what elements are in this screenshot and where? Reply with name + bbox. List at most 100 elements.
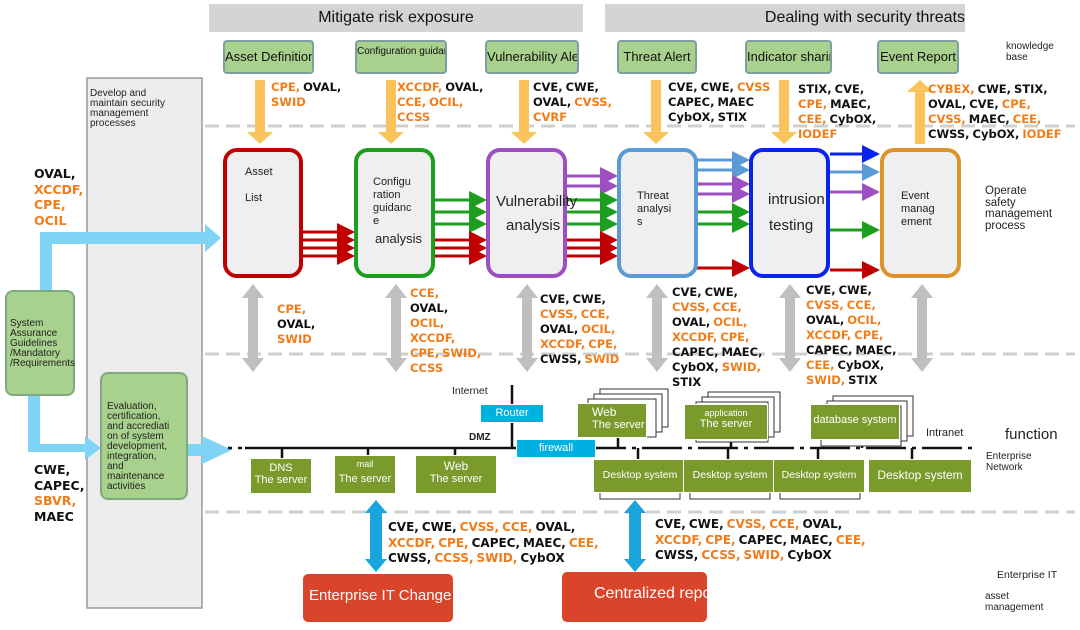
standards-line: OVAL, (410, 301, 484, 316)
standards-line: CVRF (533, 110, 615, 125)
standard-token: SWID (271, 95, 306, 109)
standard-token: CWE, (688, 517, 724, 531)
standards-line: IODEF (798, 127, 879, 142)
standard-token: MAEC (34, 508, 74, 524)
layer-label-asset-management: asset management (985, 591, 1044, 613)
server-type: The server (254, 474, 308, 486)
standard-token: CWE, (565, 80, 599, 94)
enterprise-it-change-management-box: Enterprise IT Change Management (303, 574, 543, 622)
standard-token: XCCDF, (672, 330, 718, 344)
standards-line: CWSS,CCSS,SWID,CybOX (655, 548, 869, 564)
standard-token: CEE, (835, 532, 866, 547)
standard-token: CEE, (806, 358, 835, 372)
standards-line: CAPEC, (34, 478, 87, 494)
intranet-server-application: application The server (684, 404, 768, 440)
standard-token: OVAL, (445, 80, 484, 94)
standard-token: MAEC, (523, 535, 566, 550)
standard-token: CybOX, (972, 127, 1020, 141)
process-asset-list: Asset List (223, 148, 303, 278)
standard-token: OVAL, (928, 97, 967, 111)
standard-token: CPE, (720, 330, 750, 344)
standards-line: SWID (271, 95, 344, 110)
standard-token: XCCDF, (806, 328, 852, 342)
intranet-label: Intranet (926, 427, 964, 439)
standards-line: CybOX,SWID, (672, 360, 765, 375)
standard-token: CVE, (806, 283, 836, 297)
standards-line: XCCDF,OVAL, (397, 80, 486, 95)
standard-token: CWSS, (655, 548, 699, 562)
standard-token: SWID, (721, 360, 761, 374)
standard-token: CVE, (672, 285, 702, 299)
standards-indicator-sharing: STIX,CVE,CPE,MAEC,CEE,CybOX,IODEF (798, 82, 879, 142)
standards-line: XCCDF,CPE, (806, 328, 899, 343)
standard-token: CVE, (969, 97, 999, 111)
standards-line: XCCDF,CPE, (672, 330, 765, 345)
standards-line: CWSS,SWID (540, 352, 622, 367)
standard-token: OVAL, (540, 322, 579, 336)
standard-token: SWID (277, 332, 312, 346)
standard-token: SWID, (806, 373, 846, 387)
layer-label-enterprise-network: Enterprise Network (986, 451, 1032, 473)
standards-line: OCIL (34, 213, 86, 229)
standards-line: SBVR, (34, 493, 87, 509)
standards-line: CVE,CWE, (672, 285, 765, 300)
standards-line: MAEC (34, 509, 87, 525)
process-label: Event manag ement (901, 190, 935, 228)
standards-line: CWSS,CybOX,IODEF (928, 127, 1065, 142)
standards-line: CEE,CybOX, (798, 112, 879, 127)
standards-line: CVE,CWE, (533, 80, 615, 95)
standards-line: XCCDF,CPE, (540, 337, 622, 352)
standard-token: OCIL, (847, 313, 882, 327)
standard-token: OVAL, (277, 317, 316, 331)
standard-token: CVSS, (459, 520, 500, 534)
knowledge-event-report: Event Report (877, 40, 959, 74)
standard-token: CCE, (397, 95, 427, 109)
standard-token: XCCDF, (388, 535, 436, 550)
standard-token: CCSS (397, 110, 431, 124)
process-label: Asset List (245, 166, 273, 204)
standard-token: OCIL, (713, 315, 748, 329)
standard-token: SWID, (476, 551, 518, 565)
standard-token: CWSS, (928, 127, 970, 141)
standard-token: OVAL, (303, 80, 342, 94)
develop-maintain-label: Develop and maintain security management… (90, 88, 166, 129)
knowledge-arrows (247, 80, 933, 144)
dmz-server-web: Web The server (415, 455, 497, 494)
server-name: DNS (269, 462, 293, 474)
layer-label-function: function (1005, 426, 1058, 443)
standard-token: CAPEC, (806, 343, 853, 357)
desktop-system-4: Desktop system (868, 459, 972, 493)
standards-line: OCIL, (410, 316, 484, 331)
server-name: database system (813, 414, 897, 426)
knowledge-indicator-sharing: Indicator sharing (745, 40, 832, 74)
bottom-double-arrows (365, 500, 646, 572)
standard-token: CCE, (580, 307, 610, 321)
standards-line: OVAL,OCIL, (672, 315, 765, 330)
standard-token: MAEC, (968, 112, 1010, 126)
process-event-management: Event manag ement (880, 148, 961, 278)
standard-token: CPE, (705, 532, 736, 547)
flow-arrows (302, 145, 880, 279)
standards-line: CCE,OCIL, (397, 95, 486, 110)
standard-token: CWE, (700, 80, 734, 94)
standards-line: SWID (277, 332, 318, 347)
standards-vulnerability-analysis: CVE,CWE,CVSS,CCE,OVAL,OCIL,XCCDF,CPE,CWS… (540, 292, 622, 367)
header-security-threats: Dealing with security threats (605, 4, 965, 32)
standard-token: CybOX (787, 548, 832, 562)
standard-token: CAPEC, (471, 535, 521, 550)
standard-token: CCE, (846, 298, 876, 312)
standards-line: XCCDF,CPE,CAPEC,MAEC,CEE, (655, 533, 869, 549)
standards-line: CAPEC,MAEC (668, 95, 773, 110)
standard-token: OCIL, (581, 322, 616, 336)
dmz-server-dns: DNS The server (250, 458, 312, 494)
standard-token: XCCDF, (540, 337, 586, 351)
standard-token: CEE, (1012, 112, 1042, 126)
standards-line: CEE,CybOX, (806, 358, 899, 373)
standards-change-management: CVE,CWE,CVSS,CCE,OVAL,XCCDF,CPE,CAPEC,MA… (388, 520, 602, 567)
standard-token: CVE, (834, 82, 865, 96)
dmz-server-mail: mail The server (334, 455, 396, 494)
standard-token: CEE, (568, 535, 599, 550)
standard-token: OVAL, (34, 166, 76, 181)
standard-token: XCCDF, (410, 331, 456, 345)
standards-line: OVAL,OCIL, (540, 322, 622, 337)
